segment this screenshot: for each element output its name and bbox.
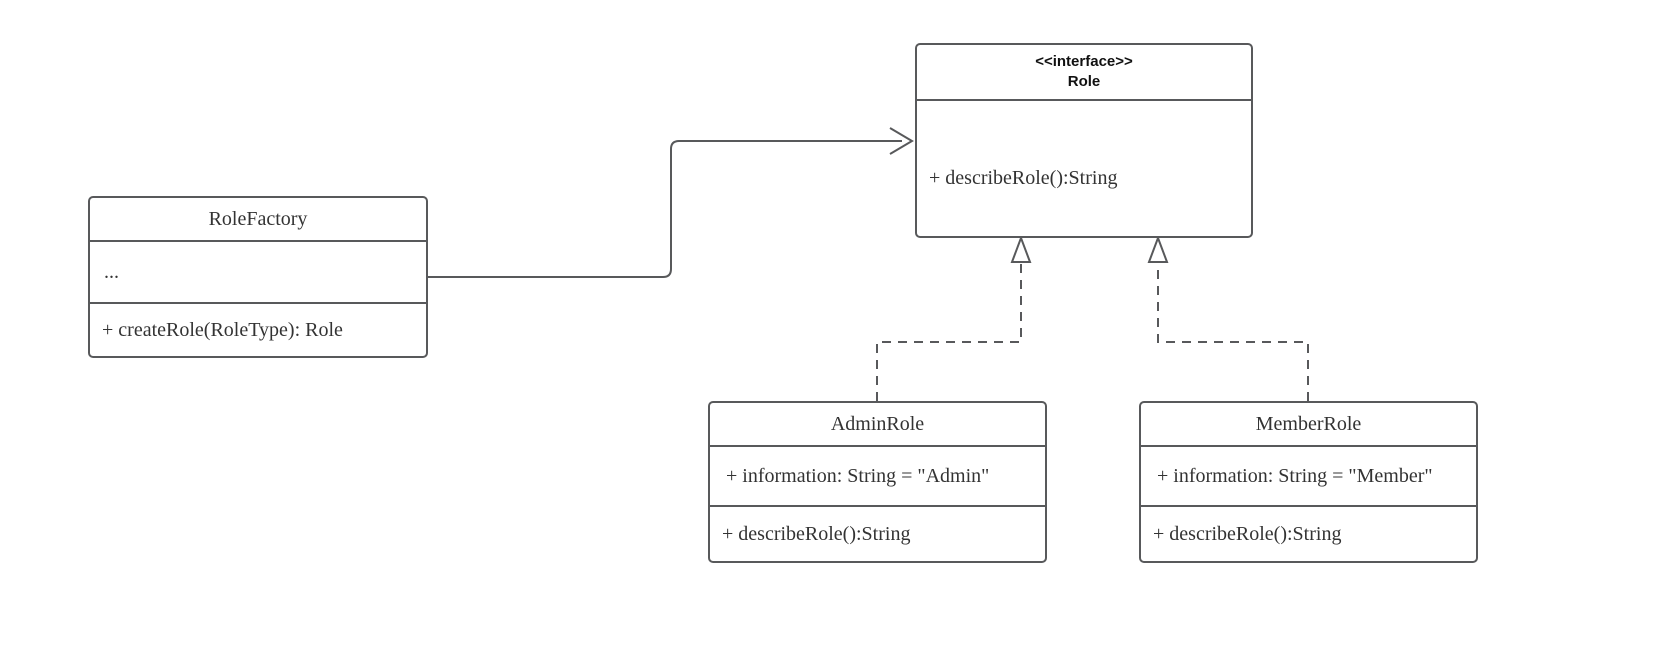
edge-rolefactory-creates-role <box>428 127 914 278</box>
class-name-compartment-role: <<interface>> Role <box>917 45 1251 99</box>
operations-compartment-memberrole: + describeRole():String <box>1141 505 1476 561</box>
class-name-role: Role <box>1067 73 1101 90</box>
class-box-adminrole[interactable]: AdminRole + information: String = "Admin… <box>708 401 1047 563</box>
attribute-adminrole-information: + information: String = "Admin" <box>726 464 990 487</box>
class-name-adminrole: AdminRole <box>830 412 925 435</box>
class-box-memberrole[interactable]: MemberRole + information: String = "Memb… <box>1139 401 1478 563</box>
operations-compartment-rolefactory: + createRole(RoleType): Role <box>90 302 426 356</box>
attribute-rolefactory-ellipsis: ... <box>104 260 119 283</box>
class-header-role: <<interface>> Role <box>917 52 1251 93</box>
operation-createrole: + createRole(RoleType): Role <box>102 318 343 341</box>
operations-compartment-adminrole: + describeRole():String <box>710 505 1045 561</box>
operations-compartment-role: + describeRole():String <box>917 99 1251 236</box>
edge-memberrole-realizes-role <box>1147 235 1309 401</box>
class-name-memberrole: MemberRole <box>1255 412 1362 435</box>
class-name-compartment-memberrole: MemberRole <box>1141 403 1476 445</box>
class-box-rolefactory[interactable]: RoleFactory ... + createRole(RoleType): … <box>88 196 428 358</box>
hollow-triangle-arrowhead-icon <box>1010 235 1032 263</box>
class-name-compartment-adminrole: AdminRole <box>710 403 1045 445</box>
hollow-triangle-arrowhead-icon <box>1147 235 1169 263</box>
class-name-rolefactory: RoleFactory <box>208 207 308 230</box>
open-arrowhead-icon <box>889 127 914 155</box>
stereotype-interface: <<interface>> <box>1035 52 1133 70</box>
operation-adminrole-describerole: + describeRole():String <box>722 522 911 545</box>
attributes-compartment-rolefactory: ... <box>90 240 426 302</box>
attribute-memberrole-information: + information: String = "Member" <box>1157 464 1433 487</box>
class-name-compartment-rolefactory: RoleFactory <box>90 198 426 240</box>
edge-adminrole-realizes-role <box>876 235 1032 401</box>
operation-memberrole-describerole: + describeRole():String <box>1153 522 1342 545</box>
attributes-compartment-memberrole: + information: String = "Member" <box>1141 445 1476 505</box>
attributes-compartment-adminrole: + information: String = "Admin" <box>710 445 1045 505</box>
class-box-role-interface[interactable]: <<interface>> Role + describeRole():Stri… <box>915 43 1253 238</box>
operation-role-describerole: + describeRole():String <box>929 167 1118 189</box>
